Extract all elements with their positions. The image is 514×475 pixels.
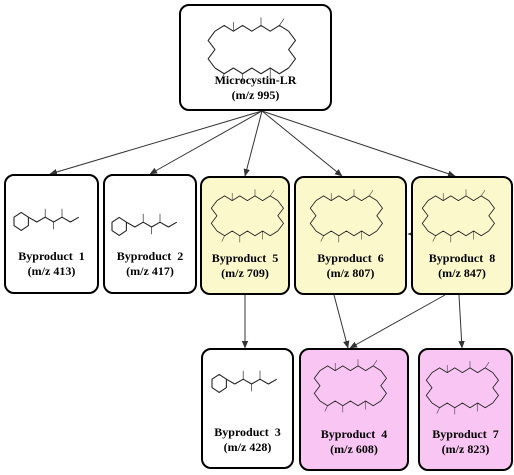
- arrow-microcystin-to-bp5: [243, 110, 263, 177]
- node-mz: (m/z 847): [438, 266, 486, 280]
- node-bp5: Byproduct 5(m/z 709): [200, 176, 290, 295]
- node-mz: (m/z 608): [330, 442, 378, 456]
- node-box: [299, 348, 409, 471]
- node-box: [4, 174, 99, 294]
- node-bp3: Byproduct 3(m/z 428): [201, 348, 294, 469]
- node-box: [200, 176, 290, 295]
- node-box: [201, 348, 294, 469]
- node-mz: (m/z 428): [224, 440, 272, 454]
- node-name: Byproduct 4: [321, 427, 387, 441]
- node-bp2: Byproduct 2(m/z 417): [103, 174, 197, 294]
- arrow-microcystin-to-bp8: [261, 110, 456, 177]
- arrow-bp8-to-bp4: [349, 294, 446, 349]
- arrow-microcystin-to-bp2: [149, 110, 263, 175]
- node-name: Byproduct 5: [212, 251, 278, 265]
- node-name: Byproduct 7: [432, 427, 498, 441]
- node-mz: (m/z 417): [126, 264, 174, 278]
- node-mz: (m/z 823): [442, 442, 490, 456]
- node-bp8: Byproduct 8(m/z 847): [411, 176, 513, 295]
- node-name: Byproduct 2: [117, 249, 183, 263]
- arrow-bp8-to-bp7: [458, 294, 465, 349]
- node-name: Byproduct 6: [317, 251, 383, 265]
- node-mz: (m/z 995): [232, 88, 280, 102]
- node-name: Byproduct 3: [214, 425, 280, 439]
- node-name: Byproduct 1: [18, 249, 84, 263]
- node-bp7: Byproduct 7(m/z 823): [418, 348, 513, 471]
- node-box: [294, 176, 407, 295]
- node-bp1: Byproduct 1(m/z 413): [4, 174, 99, 294]
- arrow-microcystin-to-bp6: [261, 110, 343, 177]
- node-name: Byproduct 8: [429, 251, 495, 265]
- node-mz: (m/z 413): [28, 264, 76, 278]
- nodes-layer: Microcystin-LR(m/z 995)Byproduct 1(m/z 4…: [4, 4, 513, 471]
- arrow-bp6-to-bp4: [333, 294, 350, 349]
- node-box: [179, 4, 332, 111]
- node-bp6: Byproduct 6(m/z 807): [294, 176, 407, 295]
- node-box: [103, 174, 197, 294]
- arrow-microcystin-to-bp1: [49, 110, 263, 176]
- node-name: Microcystin-LR: [215, 73, 297, 87]
- node-microcystin: Microcystin-LR(m/z 995): [179, 4, 332, 111]
- node-box: [411, 176, 513, 295]
- node-box: [418, 348, 513, 471]
- node-bp4: Byproduct 4(m/z 608): [299, 348, 409, 471]
- node-mz: (m/z 807): [327, 266, 375, 280]
- node-mz: (m/z 709): [221, 266, 269, 280]
